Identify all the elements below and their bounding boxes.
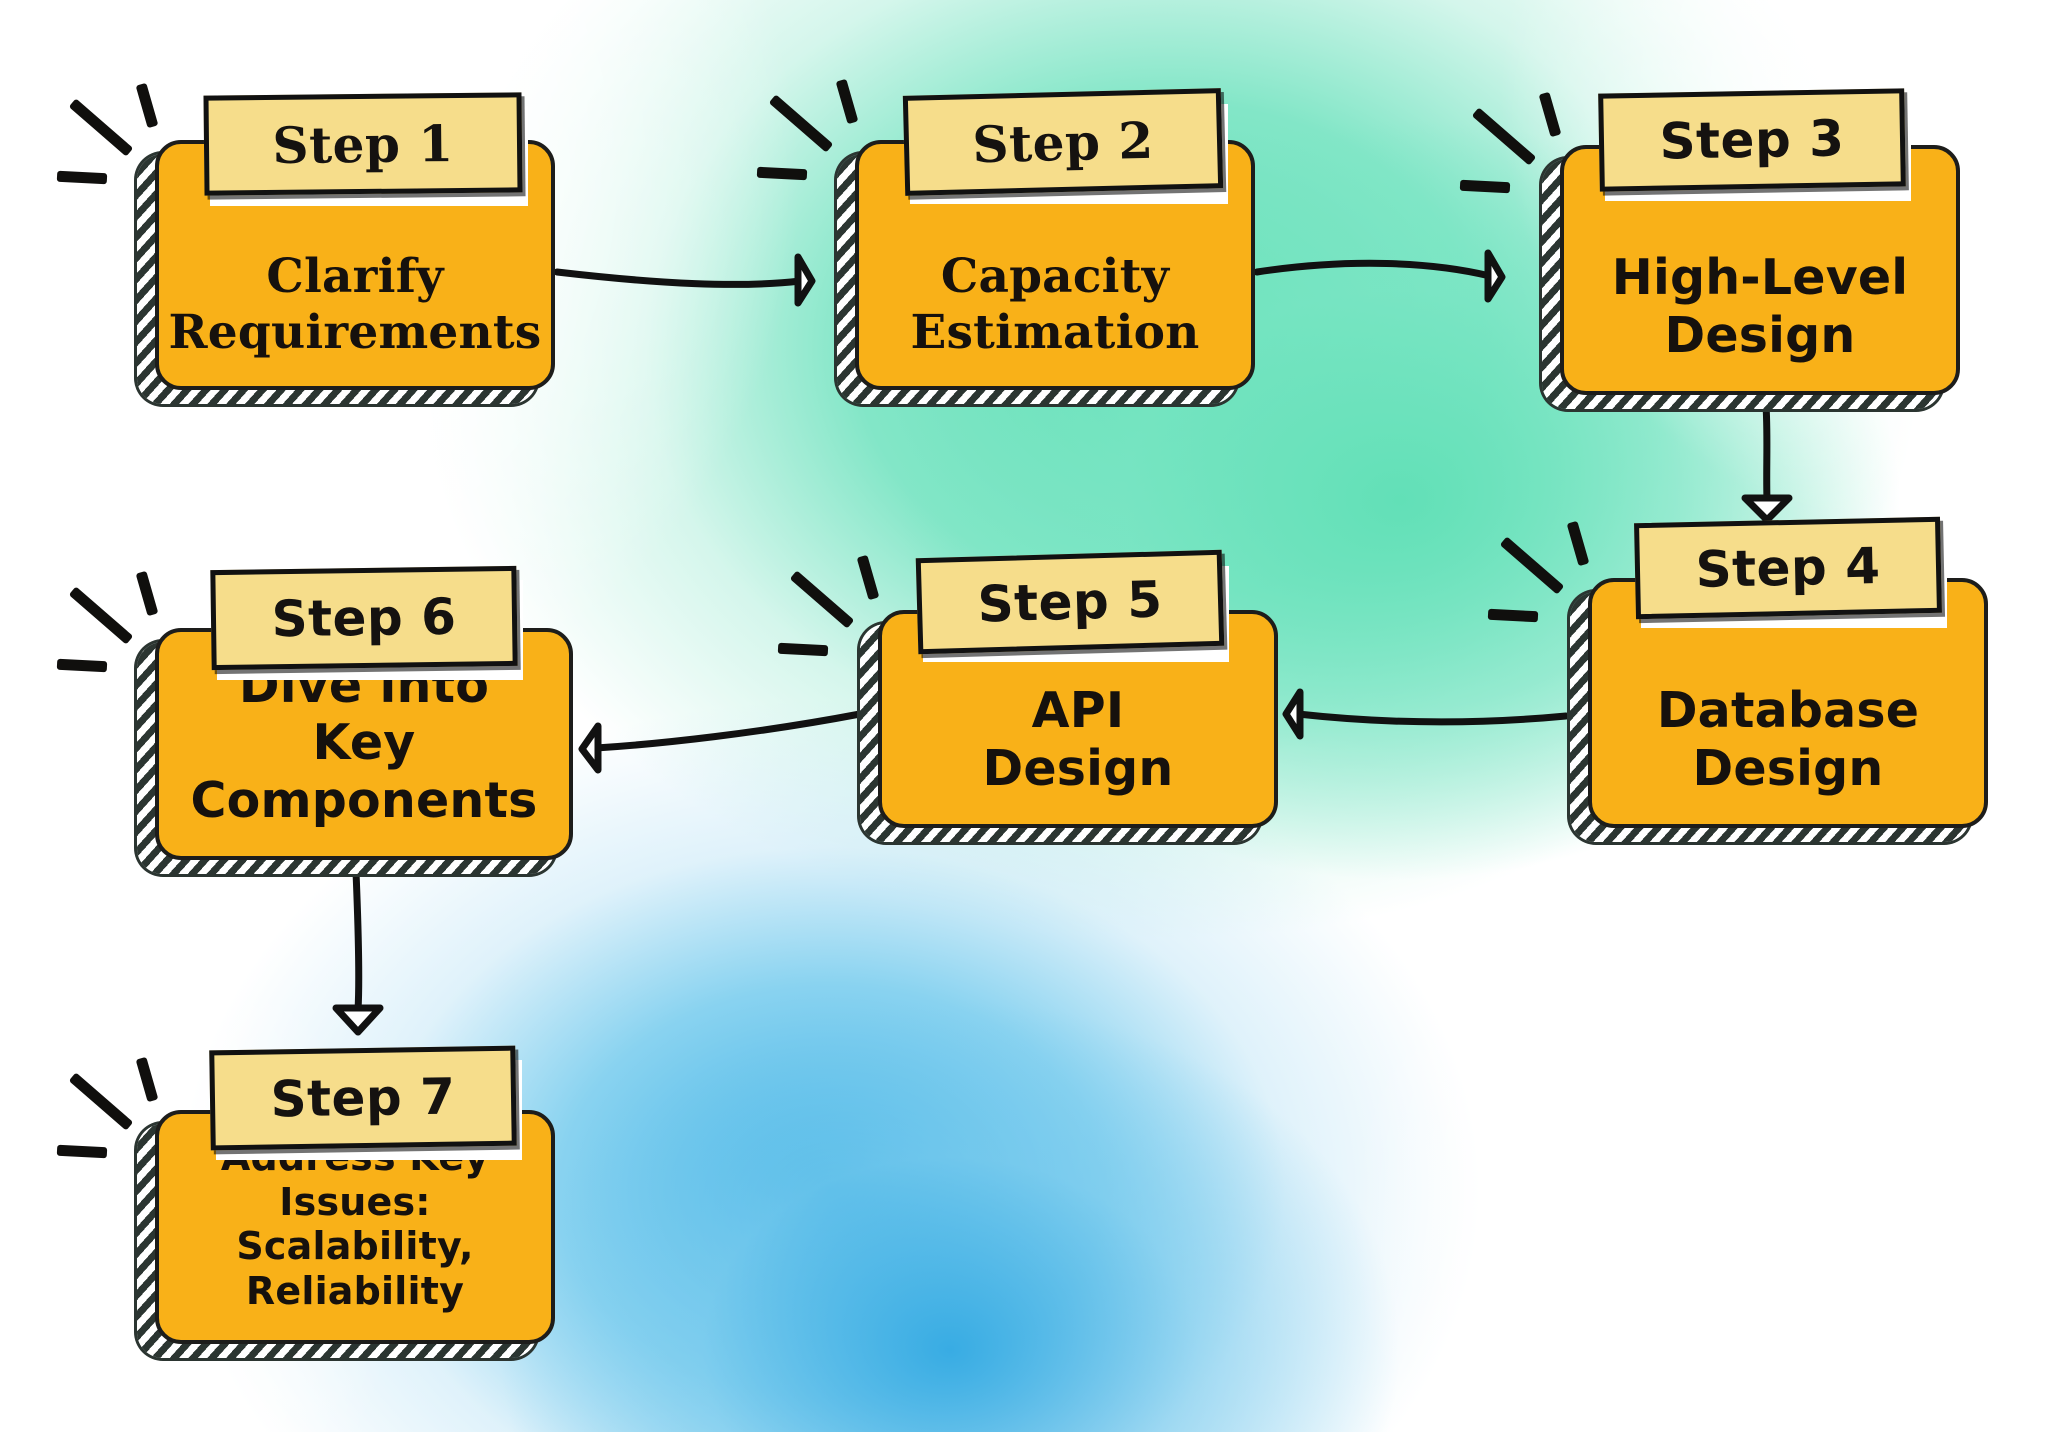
node-step3-label-text: Step 3 — [1659, 109, 1845, 171]
node-step6-text: Dive into Key Components — [190, 656, 538, 830]
node-step5-label-text: Step 5 — [976, 570, 1164, 634]
node-step4-label-plate: Step 4 — [1634, 516, 1942, 620]
node-step1-label-plate: Step 1 — [203, 92, 523, 196]
node-step4-text: Database Design — [1656, 682, 1920, 798]
node-step7[interactable]: Address Key Issues: Scalability, Reliabi… — [56, 1045, 555, 1358]
node-step5-label-plate: Step 5 — [915, 549, 1225, 655]
node-step3[interactable]: High-Level Design Step 3 — [1459, 88, 1960, 409]
node-step7-label-plate: Step 7 — [209, 1045, 517, 1151]
node-step4-label-text: Step 4 — [1695, 537, 1881, 599]
node-step7-label-wrap: Step 7 — [209, 1045, 522, 1160]
node-step3-label-plate: Step 3 — [1598, 88, 1906, 192]
node-step2-label-wrap: Step 2 — [902, 88, 1228, 204]
node-step7-label-text: Step 7 — [270, 1067, 456, 1129]
node-step6-label-plate: Step 6 — [210, 565, 518, 671]
node-step7-text: Address Key Issues: Scalability, Reliabi… — [221, 1135, 489, 1314]
node-step2-label-plate: Step 2 — [902, 88, 1224, 196]
node-step6-label-wrap: Step 6 — [210, 565, 523, 680]
node-step5-label-wrap: Step 5 — [915, 549, 1229, 662]
node-step5-text: API Design — [982, 682, 1174, 798]
node-step4[interactable]: Database Design Step 4 — [1487, 516, 1988, 842]
node-step2[interactable]: Capacity Estimation Step 2 — [756, 78, 1255, 404]
node-step5[interactable]: API Design Step 5 — [777, 549, 1278, 842]
node-step1-label-wrap: Step 1 — [203, 92, 528, 206]
node-step3-label-wrap: Step 3 — [1598, 88, 1911, 201]
node-step2-label-text: Step 2 — [971, 110, 1155, 174]
node-step6[interactable]: Dive into Key Components Step 6 — [56, 565, 573, 874]
node-step1[interactable]: Clarify Requirements Step 1 — [56, 82, 555, 404]
node-step2-text: Capacity Estimation — [910, 249, 1200, 360]
node-step1-text: Clarify Requirements — [168, 249, 542, 360]
node-step4-label-wrap: Step 4 — [1634, 516, 1947, 628]
node-step6-label-text: Step 6 — [271, 587, 457, 649]
node-step1-label-text: Step 1 — [272, 113, 454, 175]
node-step3-text: High-Level Design — [1611, 249, 1909, 365]
